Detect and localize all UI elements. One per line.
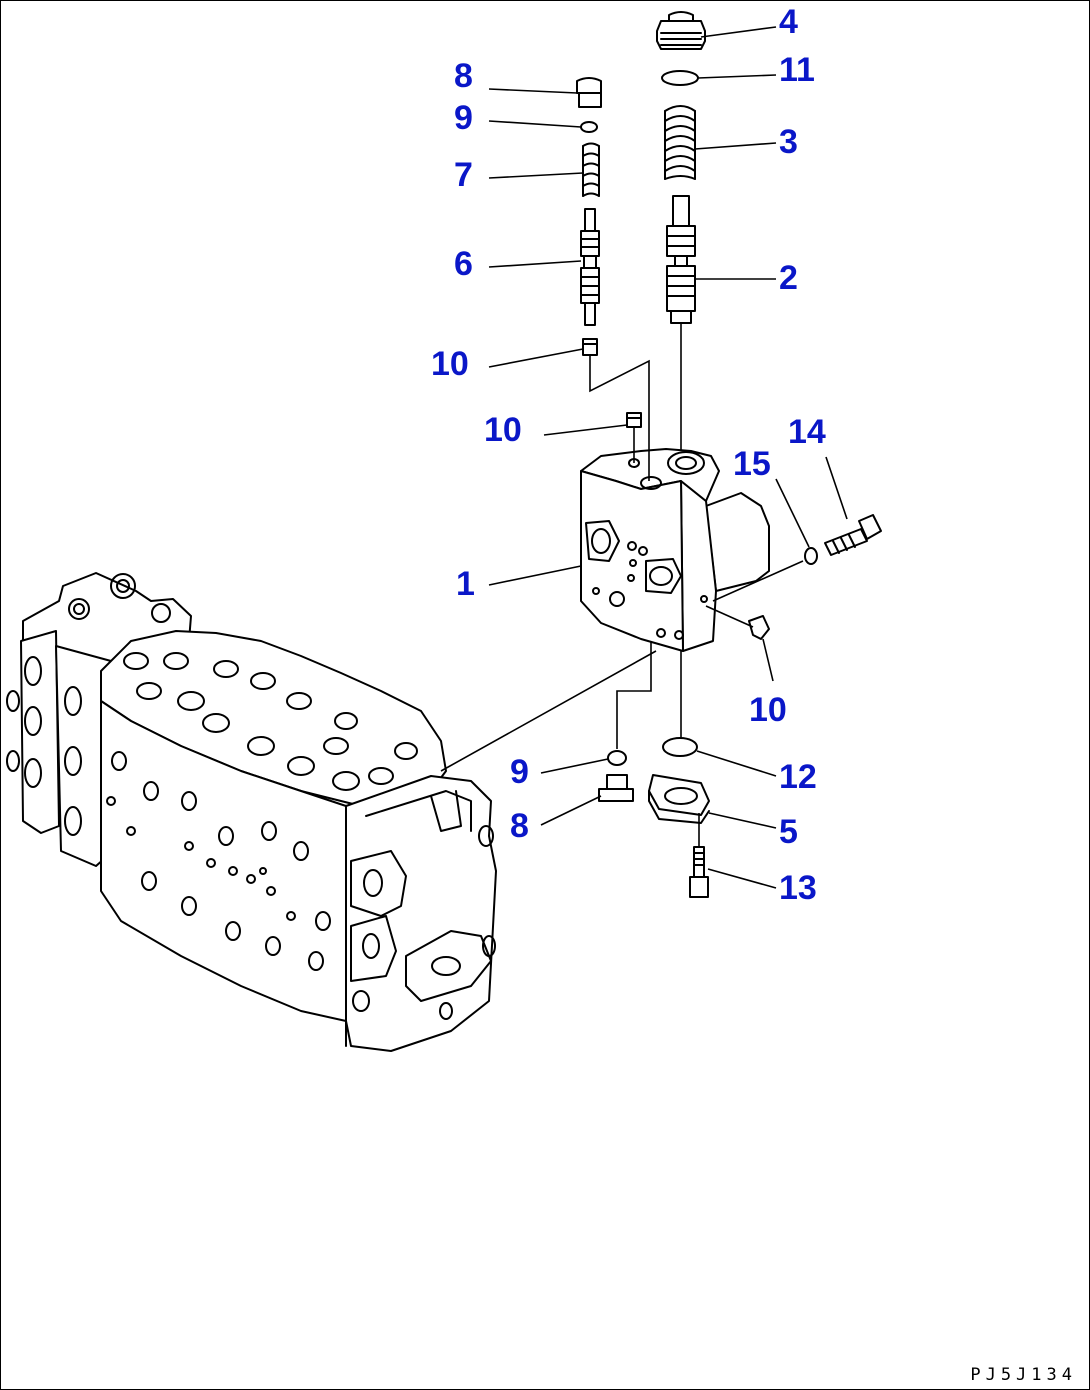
o-ring-11 xyxy=(661,70,699,86)
spring-7 xyxy=(582,142,600,197)
ball-9-lower xyxy=(607,750,627,766)
assembly-lines xyxy=(440,323,804,847)
o-ring-12 xyxy=(662,737,698,757)
leader-lines xyxy=(488,26,848,889)
bolt-13 xyxy=(689,846,709,898)
plug-8-top xyxy=(576,77,602,108)
callout-part-13[interactable]: 13 xyxy=(779,869,817,907)
callout-part-9-top[interactable]: 9 xyxy=(454,99,473,137)
plug-10-middle xyxy=(626,412,642,428)
callout-part-14[interactable]: 14 xyxy=(788,413,826,451)
callout-part-9-lower[interactable]: 9 xyxy=(510,753,529,791)
callout-part-10-middle[interactable]: 10 xyxy=(484,411,522,449)
ball-9-top xyxy=(580,121,598,133)
callout-part-8-top[interactable]: 8 xyxy=(454,57,473,95)
callout-part-3[interactable]: 3 xyxy=(779,123,798,161)
callout-part-8-lower[interactable]: 8 xyxy=(510,807,529,845)
washer-15 xyxy=(804,547,818,565)
plug-4 xyxy=(656,11,706,50)
callout-part-10-side[interactable]: 10 xyxy=(749,691,787,729)
spool-2 xyxy=(666,195,696,324)
callout-part-10-upper[interactable]: 10 xyxy=(431,345,469,383)
callout-part-5[interactable]: 5 xyxy=(779,813,798,851)
drawing-code: PJ5J134 xyxy=(970,1365,1077,1385)
spring-3 xyxy=(664,105,696,180)
callout-part-7[interactable]: 7 xyxy=(454,156,473,194)
poppet-6 xyxy=(580,208,600,326)
plug-10-upper xyxy=(582,338,598,356)
callout-part-11[interactable]: 11 xyxy=(779,51,815,89)
bolt-14 xyxy=(824,514,882,556)
callout-part-2[interactable]: 2 xyxy=(779,259,798,297)
flange-5 xyxy=(648,774,710,824)
callout-part-1[interactable]: 1 xyxy=(456,565,475,603)
callout-part-4[interactable]: 4 xyxy=(779,3,798,41)
callout-part-15[interactable]: 15 xyxy=(733,445,771,483)
plug-8-lower xyxy=(598,774,634,802)
main-valve-body xyxy=(6,572,497,1052)
callout-part-6[interactable]: 6 xyxy=(454,245,473,283)
section-valve-block xyxy=(580,448,770,652)
callout-part-12[interactable]: 12 xyxy=(779,758,817,796)
plug-10-side xyxy=(748,615,770,640)
